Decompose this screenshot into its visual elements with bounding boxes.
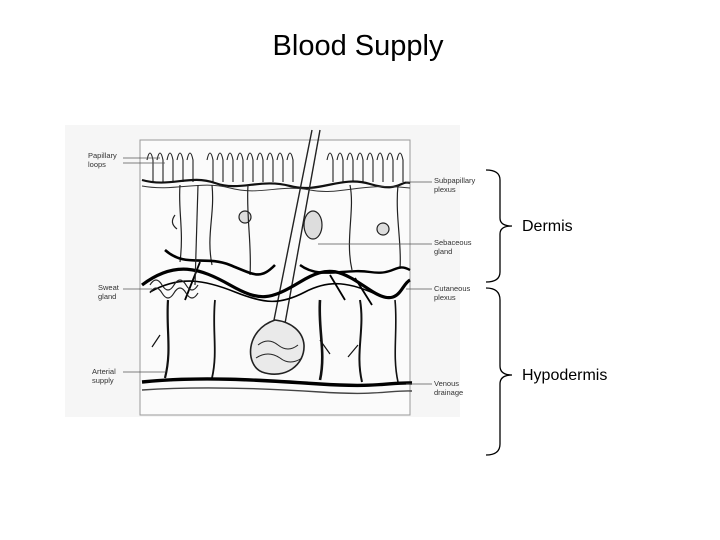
hypodermal-vessels: [151, 299, 399, 383]
sebaceous-glands: [238, 210, 390, 240]
dermis-label: Dermis: [522, 218, 573, 235]
sweat-gland-label: Sweat gland: [98, 283, 119, 301]
dermal-vessels: [171, 184, 401, 276]
hypodermis-brace: [485, 287, 513, 456]
hair-follicle: [249, 129, 321, 375]
venous-drainage-label: Venous drainage: [434, 379, 464, 397]
cutaneous-plexus-label: Cutaneous plexus: [434, 284, 471, 302]
slide-title: Blood Supply: [272, 30, 444, 62]
skin-blood-supply-illustration: [65, 125, 460, 417]
layer-braces: [485, 169, 513, 456]
venous-drainage-vessel: [141, 387, 413, 395]
arterial-supply-label: Arterial supply: [92, 367, 116, 385]
leader-lines: [123, 157, 432, 385]
sweat-gland: [149, 184, 199, 299]
hypodermis-label: Hypodermis: [522, 367, 608, 384]
dermis-brace: [485, 169, 513, 283]
sebaceous-gland-label: Sebaceous gland: [434, 238, 472, 256]
subpapillary-plexus-label: Subpapillary plexus: [434, 176, 476, 194]
papillary-loops-label: Papillary loops: [88, 151, 117, 169]
papillary-loops: [146, 152, 404, 182]
cutaneous-plexus: [141, 249, 411, 306]
arterial-supply-vessel: [141, 377, 413, 388]
